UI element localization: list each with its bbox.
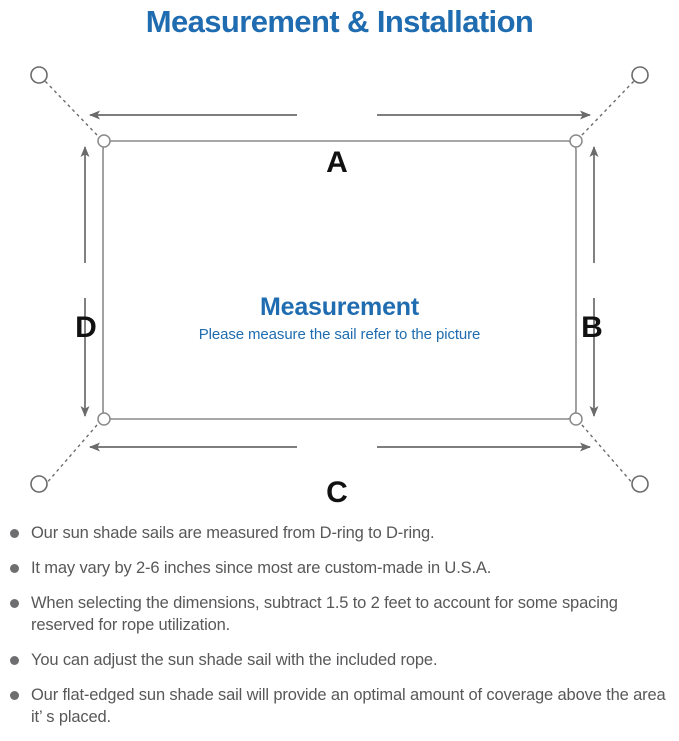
note-item: You can adjust the sun shade sail with t… bbox=[0, 649, 679, 671]
note-text: Our sun shade sails are measured from D-… bbox=[31, 524, 435, 542]
measurement-subtext: Please measure the sail refer to the pic… bbox=[198, 326, 481, 343]
d-ring-bottom-right bbox=[569, 412, 583, 426]
measurement-diagram: Measurement Please measure the sail refe… bbox=[0, 48, 679, 518]
d-ring-bottom-left bbox=[97, 412, 111, 426]
note-item: When selecting the dimensions, subtract … bbox=[0, 592, 679, 636]
rope-bottom-right bbox=[581, 424, 635, 486]
rope-top-right bbox=[581, 80, 635, 136]
dimension-label-b: B bbox=[581, 311, 603, 344]
anchor-point-bottom-right bbox=[631, 475, 649, 493]
anchor-point-bottom-left bbox=[30, 475, 48, 493]
bullet-icon bbox=[10, 529, 19, 538]
bullet-icon bbox=[10, 656, 19, 665]
bullet-icon bbox=[10, 564, 19, 573]
note-text: You can adjust the sun shade sail with t… bbox=[31, 651, 438, 669]
measurement-heading: Measurement bbox=[260, 293, 419, 321]
notes-list: Our sun shade sails are measured from D-… bbox=[0, 522, 679, 741]
dimension-label-d: D bbox=[75, 311, 97, 344]
note-text: It may vary by 2-6 inches since most are… bbox=[31, 559, 492, 577]
dimension-label-a: A bbox=[326, 146, 348, 179]
diagram-svg bbox=[30, 66, 649, 493]
bullet-icon bbox=[10, 691, 19, 700]
d-ring-top-left bbox=[97, 134, 111, 148]
anchor-point-top-right bbox=[631, 66, 649, 84]
bullet-icon bbox=[10, 599, 19, 608]
note-text: When selecting the dimensions, subtract … bbox=[31, 594, 618, 634]
rope-bottom-left bbox=[44, 424, 98, 486]
rope-top-left bbox=[44, 80, 98, 136]
note-item: Our sun shade sails are measured from D-… bbox=[0, 522, 679, 544]
note-text: Our flat-edged sun shade sail will provi… bbox=[31, 686, 666, 726]
sail-rectangle bbox=[102, 140, 577, 420]
note-item: It may vary by 2-6 inches since most are… bbox=[0, 557, 679, 579]
note-item: Our flat-edged sun shade sail will provi… bbox=[0, 684, 679, 728]
page-title: Measurement & Installation bbox=[145, 4, 534, 39]
d-ring-top-right bbox=[569, 134, 583, 148]
anchor-point-top-left bbox=[30, 66, 48, 84]
dimension-label-c: C bbox=[326, 476, 348, 509]
